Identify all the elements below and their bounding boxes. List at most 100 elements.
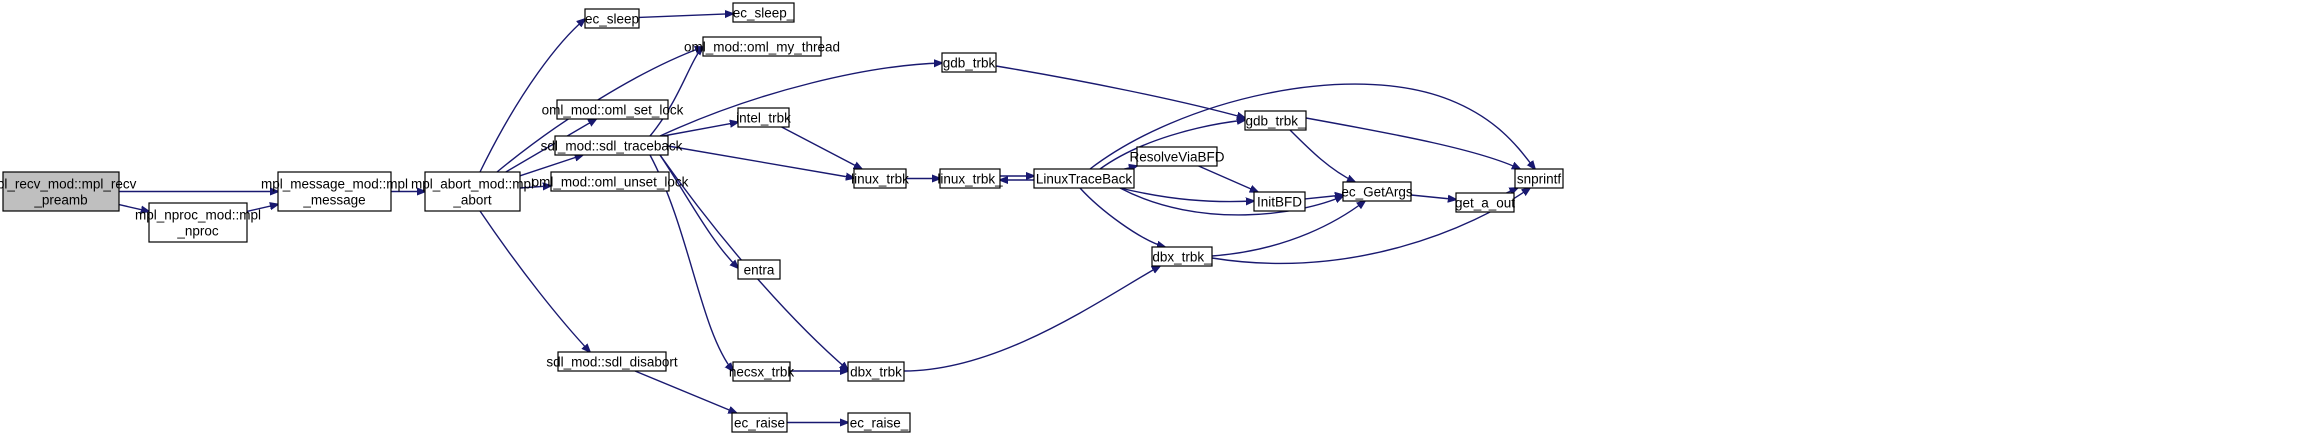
- node-label: sdl_mod::sdl_disabort: [546, 355, 678, 370]
- node-label: snprintf: [1517, 172, 1562, 187]
- edge-sdl_traceback-to-linux_trbk: [667, 145, 854, 178]
- edge-LinuxTraceBack-to-InitBFD: [1119, 187, 1254, 202]
- node-label: entra: [744, 263, 775, 278]
- node-get_a_out[interactable]: get_a_out: [1455, 192, 1515, 213]
- node-label: intel_trbk: [736, 111, 791, 126]
- edge-abort-to-oml_set_lock: [505, 119, 597, 173]
- node-ec_GetArgs[interactable]: ec_GetArgs: [1341, 181, 1413, 202]
- node-InitBFD[interactable]: InitBFD: [1253, 191, 1306, 212]
- node-label: get_a_out: [1455, 196, 1515, 211]
- node-label: gdb_trbk: [943, 56, 996, 71]
- node-ec_sleep[interactable]: ec_sleep: [584, 8, 640, 29]
- node-abort[interactable]: mpl_abort_mod::mpl_abort: [411, 171, 534, 212]
- node-box: [1455, 192, 1515, 213]
- edge-dbx_trbk-to-dbx_trbk_: [903, 266, 1160, 372]
- node-label: ec_raise_: [850, 416, 909, 431]
- node-gdb_trbk_[interactable]: gdb_trbk_: [1244, 110, 1307, 131]
- node-sdl_traceback[interactable]: sdl_mod::sdl_traceback: [541, 135, 683, 156]
- node-box: [737, 259, 781, 280]
- edge-gdb_trbk-to-gdb_trbk_: [995, 65, 1245, 118]
- node-box: [847, 361, 905, 382]
- node-box: [847, 412, 911, 433]
- node-label: sdl_mod::sdl_traceback: [541, 139, 683, 154]
- node-label: mpl_recv_mod::mpl_recv: [0, 177, 137, 192]
- node-label: linux_trbk: [851, 172, 909, 187]
- edge-gdb_trbk_-to-snprintf: [1305, 117, 1520, 169]
- node-label: oml_mod::oml_set_lock: [542, 103, 684, 118]
- node-label: oml_mod::oml_unset_lock: [532, 175, 689, 190]
- edge-abort-to-ec_sleep: [479, 19, 585, 173]
- node-oml_unset_lock[interactable]: oml_mod::oml_unset_lock: [532, 171, 689, 192]
- node-intel_trbk[interactable]: intel_trbk: [736, 107, 791, 128]
- edge-ec_sleep-to-ec_sleep_: [638, 14, 733, 18]
- edge-gdb_trbk_-to-ec_GetArgs: [1289, 129, 1355, 182]
- node-box: [1253, 191, 1306, 212]
- node-box: [1342, 181, 1412, 202]
- edge-sdl_disabort-to-ec_raise: [634, 370, 737, 413]
- node-box: [1244, 110, 1307, 131]
- edge-InitBFD-to-ec_GetArgs: [1304, 195, 1343, 199]
- node-ResolveViaBFD[interactable]: ResolveViaBFD: [1129, 146, 1225, 167]
- node-box: [1514, 168, 1564, 189]
- node-box: [941, 52, 997, 73]
- node-necsx_trbk[interactable]: necsx_trbk: [729, 361, 795, 382]
- edge-sdl_traceback-to-intel_trbk: [662, 122, 738, 137]
- node-label: ec_sleep: [585, 12, 639, 27]
- node-label: ec_GetArgs: [1341, 185, 1413, 200]
- node-box: [731, 412, 788, 433]
- edges-layer: [118, 14, 1535, 423]
- edge-abort-to-oml_my_thread: [496, 47, 703, 173]
- node-nproc[interactable]: mpl_nproc_mod::mpl_nproc: [135, 202, 261, 243]
- node-dbx_trbk_[interactable]: dbx_trbk_: [1151, 246, 1213, 267]
- node-box: [737, 107, 790, 128]
- edge-LinuxTraceBack-to-dbx_trbk_: [1079, 187, 1165, 247]
- node-box: [584, 8, 640, 29]
- node-label: ec_sleep_: [733, 6, 795, 21]
- node-box: [2, 171, 120, 212]
- node-box: [1151, 246, 1213, 267]
- node-linux_trbk[interactable]: linux_trbk: [851, 168, 909, 189]
- edge-ResolveViaBFD-to-InitBFD: [1198, 165, 1258, 192]
- node-root[interactable]: mpl_recv_mod::mpl_recv_preamb: [0, 171, 137, 212]
- node-ec_raise[interactable]: ec_raise: [731, 412, 788, 433]
- node-box: [853, 168, 907, 189]
- node-LinuxTraceBack[interactable]: LinuxTraceBack: [1033, 168, 1135, 189]
- nodes-layer: mpl_recv_mod::mpl_recv_preambmpl_nproc_m…: [0, 2, 1564, 433]
- node-box: [277, 171, 392, 212]
- node-oml_my_thread[interactable]: oml_mod::oml_my_thread: [684, 36, 840, 57]
- node-dbx_trbk[interactable]: dbx_trbk: [847, 361, 905, 382]
- node-box: [732, 361, 791, 382]
- node-oml_set_lock[interactable]: oml_mod::oml_set_lock: [542, 99, 684, 120]
- node-message[interactable]: mpl_message_mod::mpl_message: [261, 171, 408, 212]
- node-label: dbx_trbk_: [1152, 250, 1212, 265]
- node-ec_raise_[interactable]: ec_raise_: [847, 412, 911, 433]
- node-box: [556, 99, 669, 120]
- node-label: _preamb: [33, 193, 87, 208]
- node-entra[interactable]: entra: [737, 259, 781, 280]
- node-label: _nproc: [176, 224, 219, 239]
- node-snprintf[interactable]: snprintf: [1514, 168, 1564, 189]
- node-label: gdb_trbk_: [1245, 114, 1306, 129]
- edge-intel_trbk-to-linux_trbk: [781, 126, 862, 169]
- edge-root-to-nproc: [118, 203, 149, 212]
- node-sdl_disabort[interactable]: sdl_mod::sdl_disabort: [546, 351, 678, 372]
- node-label: _abort: [452, 193, 492, 208]
- edge-nproc-to-message: [246, 204, 278, 213]
- node-box: [939, 168, 1001, 189]
- node-ec_sleep_[interactable]: ec_sleep_: [732, 2, 795, 23]
- node-label: oml_mod::oml_my_thread: [684, 40, 840, 55]
- node-box: [732, 2, 795, 23]
- node-box: [550, 171, 670, 192]
- node-label: linux_trbk_: [937, 172, 1003, 187]
- edge-LinuxTraceBack-to-ec_GetArgs: [1119, 187, 1343, 216]
- edge-dbx_trbk_-to-ec_GetArgs: [1211, 201, 1365, 257]
- node-box: [148, 202, 248, 243]
- node-label: LinuxTraceBack: [1036, 172, 1133, 187]
- edge-get_a_out-to-snprintf: [1506, 188, 1517, 193]
- node-gdb_trbk[interactable]: gdb_trbk: [941, 52, 997, 73]
- node-linux_trbk_[interactable]: linux_trbk_: [937, 168, 1003, 189]
- edge-ec_GetArgs-to-get_a_out: [1410, 194, 1456, 200]
- edge-abort-to-sdl_disabort: [479, 210, 590, 352]
- node-label: necsx_trbk: [729, 365, 795, 380]
